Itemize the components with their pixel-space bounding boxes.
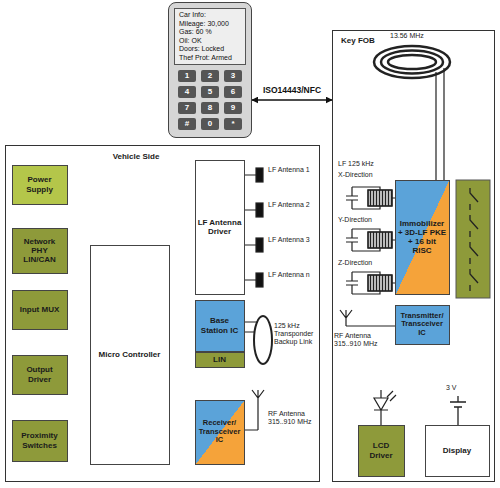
- box-label: Network PHY LIN/CAN: [15, 237, 65, 265]
- keypad-key: 4: [178, 86, 196, 98]
- box-label: Micro Controller: [99, 350, 161, 359]
- annotation-label: RF Antenna 315..910 MHz: [268, 410, 318, 426]
- screen-line: Doors: Locked: [179, 45, 241, 54]
- keypad-key: 5: [201, 86, 219, 98]
- keypad-key: 3: [224, 70, 242, 82]
- connector-arrow: [252, 99, 332, 101]
- module-box: Network PHY LIN/CAN: [12, 228, 68, 274]
- screen-heading: Car Info:: [179, 11, 241, 20]
- annotation-label: Z-Direction: [338, 259, 393, 267]
- module-box: Output Driver: [12, 355, 68, 395]
- bus-strip: LIN: [195, 352, 245, 368]
- annotation-label: 13.56 MHz: [390, 32, 440, 40]
- keypad-key: 6: [224, 86, 242, 98]
- keypad-key: 2: [201, 70, 219, 82]
- box-label: LIN: [213, 355, 226, 364]
- chip-box: Immobilizer + 3D-LF PKE + 16 bit RISC: [395, 180, 450, 295]
- annotation-label: LF Antenna 3: [268, 236, 314, 244]
- panel-title: Vehicle Side: [96, 152, 176, 161]
- driver-box: LF Antenna Driver: [195, 160, 245, 295]
- screen-line: Gas: 60 %: [179, 28, 241, 37]
- led-symbol: [374, 390, 396, 425]
- nfc-coil: [374, 46, 450, 78]
- keypad-key: *: [224, 118, 242, 130]
- box-label: Power Supply: [15, 175, 65, 193]
- screen-line: Mileage: 30,000: [179, 20, 241, 29]
- ic-box: Transmitter/ Transceiver IC: [395, 305, 450, 345]
- mcu-box: Micro Controller: [90, 245, 170, 465]
- box-label: LCD Driver: [361, 441, 402, 459]
- rf-antenna: [340, 310, 395, 326]
- vehicle-side-panel: Vehicle SidePower SupplyNetwork PHY LIN/…: [5, 145, 320, 482]
- ic-box: Receiver/ Transceiver IC: [195, 400, 245, 465]
- annotation-label: 3 V: [446, 384, 470, 392]
- button-panel: [456, 180, 490, 298]
- rf-antenna: [245, 390, 264, 430]
- box-label: Immobilizer + 3D-LF PKE + 16 bit RISC: [398, 219, 447, 256]
- lf-antenna-3d: [346, 187, 395, 294]
- box-label: Receiver/ Transceiver IC: [198, 419, 242, 445]
- keypad-key: 1: [178, 70, 196, 82]
- keypad-key: 0: [201, 118, 219, 130]
- ic-box: Base Station IC: [195, 300, 245, 352]
- keypad-key: #: [178, 118, 196, 130]
- display-box: Display: [425, 425, 490, 477]
- phone-screen: Car Info:Mileage: 30,000Gas: 60 %Oil: OK…: [174, 8, 246, 65]
- box-label: Transmitter/ Transceiver IC: [398, 312, 447, 338]
- screen-line: Thef Prot: Armed: [179, 54, 241, 63]
- annotation-label: X-Direction: [338, 171, 393, 179]
- box-label: Output Driver: [15, 365, 65, 383]
- keypad-key: 9: [224, 102, 242, 114]
- panel-title: Key FOB: [341, 36, 391, 45]
- key-fob-panel: Key FOB Immobilizer + 3D-LF PKE + 16 bit …: [332, 30, 495, 482]
- annotation-label: RF Antenna 315..910 MHz: [334, 332, 392, 348]
- annotation-label: LF Antenna 1: [268, 166, 314, 174]
- box-label: Proximity Switches: [15, 431, 65, 449]
- annotation-label: LF Antenna n: [268, 271, 314, 279]
- box-label: LF Antenna Driver: [198, 218, 242, 236]
- module-box: Input MUX: [12, 290, 68, 330]
- annotation-label: LF Antenna 2: [268, 201, 314, 209]
- module-box: Proximity Switches: [12, 420, 68, 462]
- connector-label: ISO14443/NFC: [261, 85, 323, 95]
- screen-line: Oil: OK: [179, 37, 241, 46]
- driver-box: LCD Driver: [358, 425, 405, 477]
- module-box: Power Supply: [12, 165, 68, 205]
- keypad-key: 7: [178, 102, 196, 114]
- annotation-label: 125 kHz Transponder Backup Link: [274, 322, 319, 346]
- box-label: Input MUX: [20, 305, 60, 314]
- coil-lead: [436, 68, 444, 180]
- lf-antennas: [245, 168, 263, 287]
- box-label: Display: [443, 446, 471, 455]
- switch-symbols: [470, 188, 478, 291]
- battery-symbol: [450, 396, 466, 425]
- keypad-key: 8: [201, 102, 219, 114]
- box-label: Base Station IC: [198, 316, 242, 334]
- backup-loop-antenna: [245, 316, 272, 364]
- annotation-label: Y-Direction: [338, 216, 393, 224]
- annotation-label: LF 125 kHz: [338, 160, 393, 168]
